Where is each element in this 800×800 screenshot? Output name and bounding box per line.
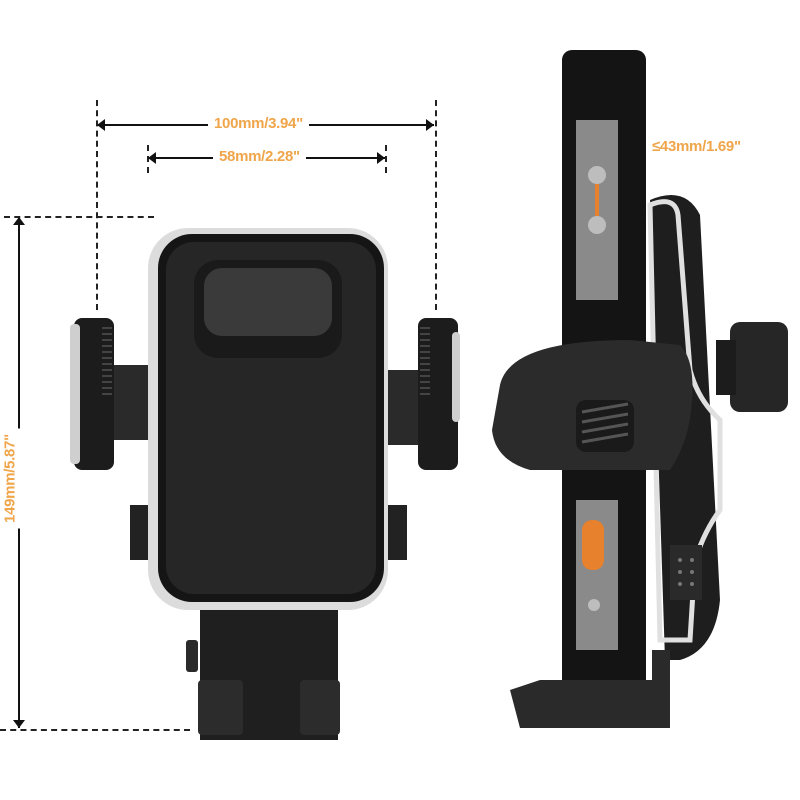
width-inner-right-guide bbox=[385, 145, 387, 173]
width-inner-arrow-left-icon bbox=[148, 152, 156, 164]
width-outer-arrow-left-icon bbox=[97, 119, 105, 131]
width-outer-left-guide bbox=[96, 100, 98, 310]
height-label: 149mm/5.87" bbox=[0, 428, 23, 529]
height-bottom-guide bbox=[0, 729, 190, 731]
width-outer-right-guide bbox=[435, 100, 437, 310]
phone-holder-side-view bbox=[480, 40, 800, 740]
phone-holder-front-illustration bbox=[70, 228, 460, 740]
height-top-guide bbox=[4, 216, 154, 218]
phone-holder-side-illustration bbox=[492, 50, 788, 728]
height-arrow-top-icon bbox=[13, 217, 25, 225]
width-outer-arrow-right-icon bbox=[426, 119, 434, 131]
width-inner-label: 58mm/2.28" bbox=[213, 148, 306, 165]
width-outer-label: 100mm/3.94" bbox=[208, 115, 309, 132]
width-inner-arrow-right-icon bbox=[377, 152, 385, 164]
height-arrow-bottom-icon bbox=[13, 720, 25, 728]
depth-label: ≤43mm/1.69" bbox=[652, 138, 741, 155]
phone-holder-front-view bbox=[60, 220, 480, 740]
